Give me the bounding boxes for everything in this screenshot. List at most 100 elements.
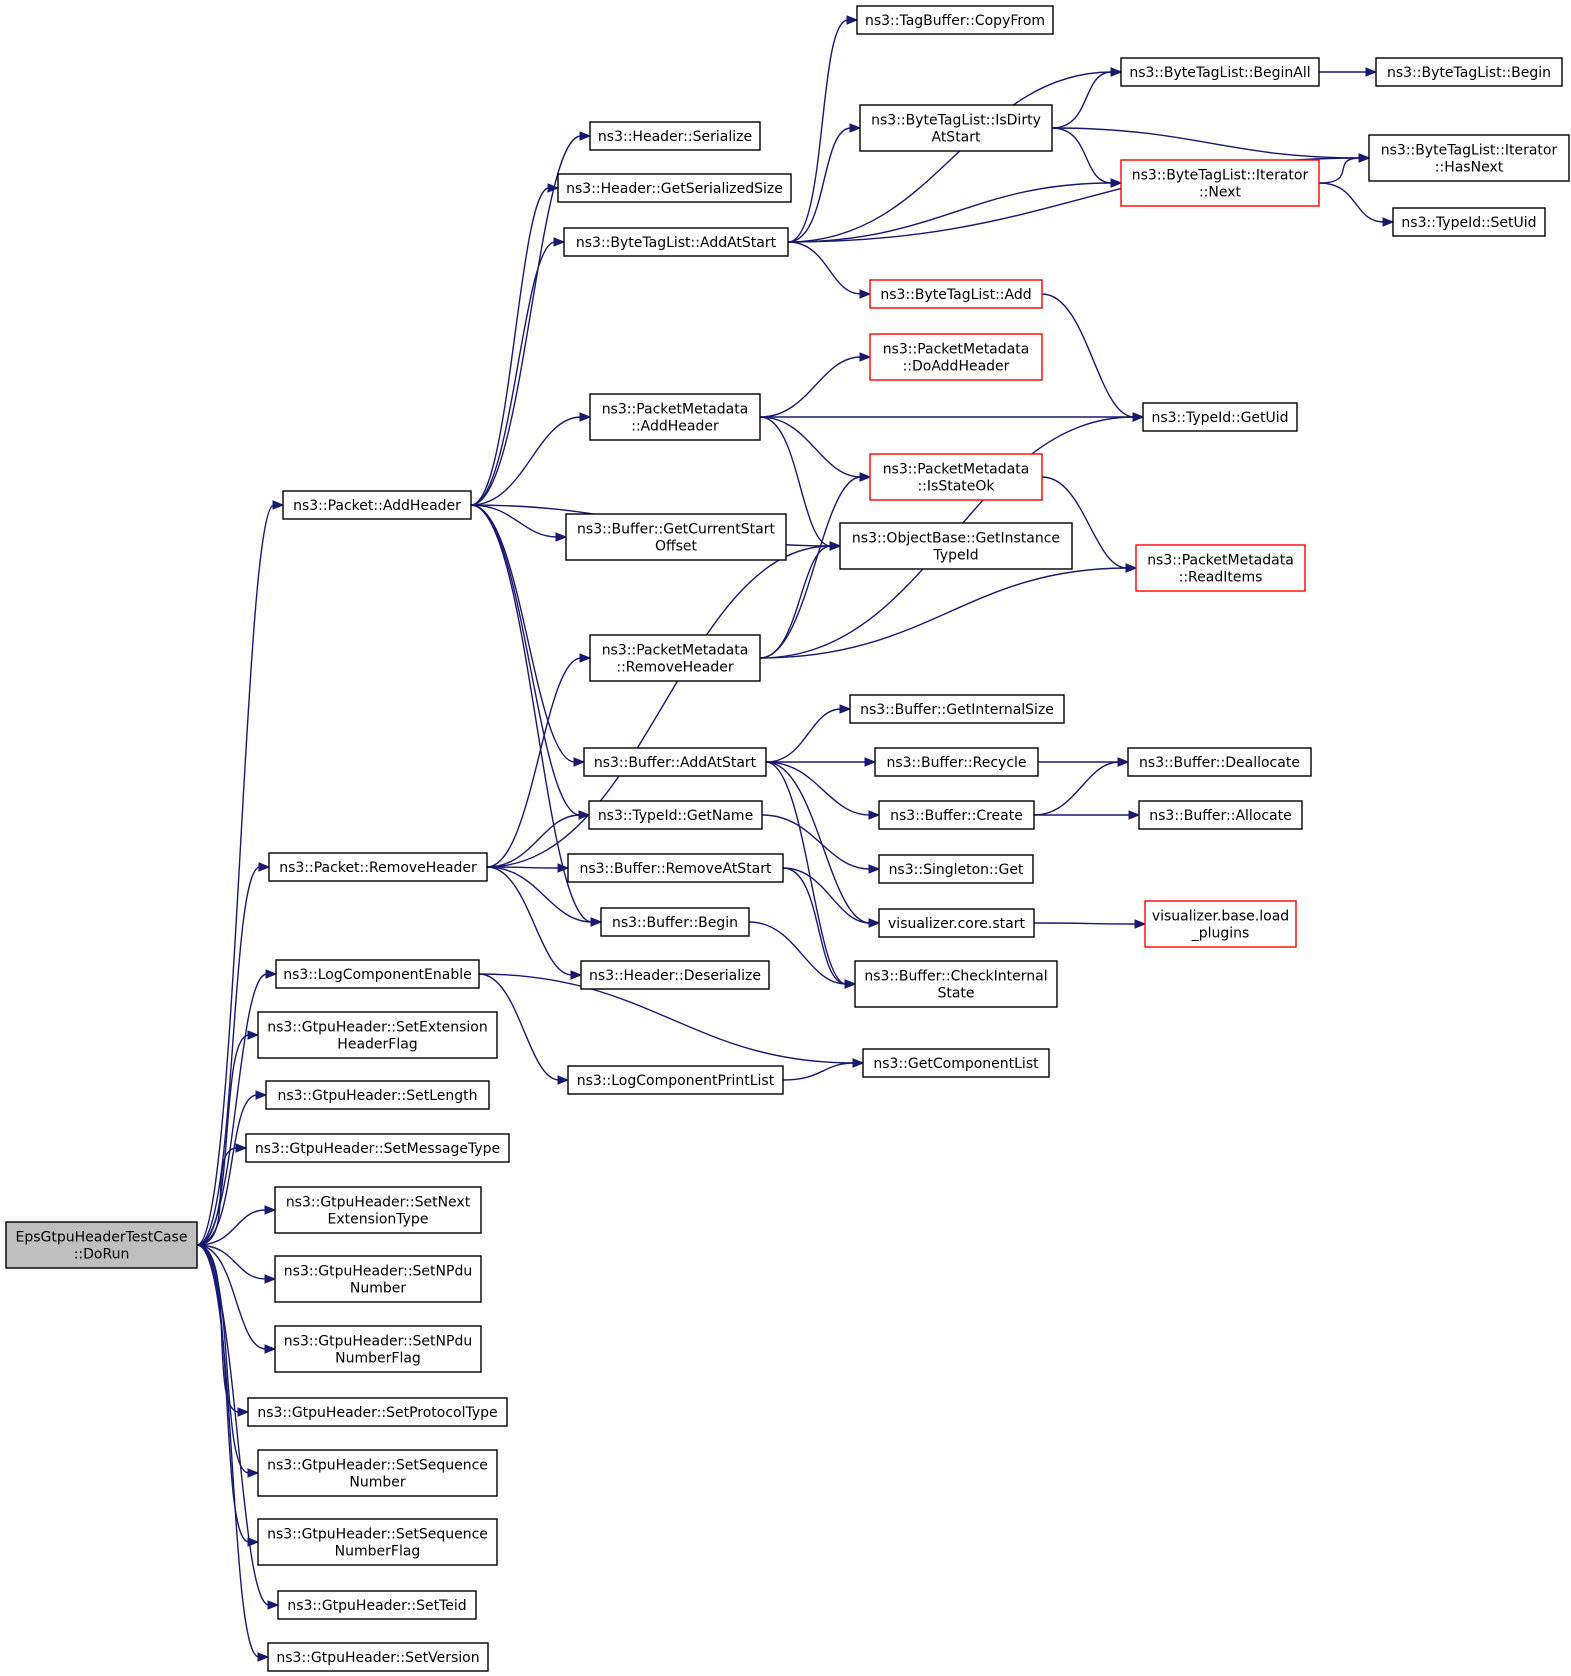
node-label-line: ns3::GtpuHeader::SetMessageType (255, 1141, 500, 1157)
call-edge (759, 416, 832, 547)
node-set-proto[interactable]: ns3::GtpuHeader::SetProtocolType (247, 1397, 508, 1427)
node-btl-add[interactable]: ns3::ByteTagList::Add (869, 279, 1043, 309)
node-box (1120, 159, 1320, 207)
node-label-line: ::DoAddHeader (903, 359, 1010, 375)
call-edge (787, 241, 862, 295)
node-hdr-serialize[interactable]: ns3::Header::Serialize (589, 121, 761, 151)
arrowhead (852, 1058, 865, 1068)
node-dorun[interactable]: EpsGtpuHeaderTestCase::DoRun (5, 1221, 198, 1269)
node-buf-getintsize[interactable]: ns3::Buffer::GetInternalSize (849, 694, 1065, 724)
node-label-line: ns3::Buffer::Deallocate (1139, 755, 1300, 771)
call-edge (765, 761, 871, 816)
node-box (275, 959, 480, 989)
node-label-line: ns3::GtpuHeader::SetSequence (267, 1527, 488, 1543)
node-box (1142, 402, 1298, 432)
node-label-line: ns3::PacketMetadata (602, 643, 749, 659)
arrowhead (849, 123, 862, 133)
node-buf-begin[interactable]: ns3::Buffer::Begin (600, 907, 750, 937)
node-pm-readitems[interactable]: ns3::PacketMetadata::ReadItems (1135, 544, 1306, 592)
node-box (589, 634, 761, 682)
node-buf-create[interactable]: ns3::Buffer::Create (878, 800, 1035, 830)
node-box (282, 490, 472, 520)
node-box (589, 393, 761, 441)
node-tid-getname[interactable]: ns3::TypeId::GetName (588, 800, 763, 830)
node-singleton-get[interactable]: ns3::Singleton::Get (878, 854, 1034, 884)
node-label-line: ns3::GtpuHeader::SetNext (286, 1195, 471, 1211)
node-btl-addatstart[interactable]: ns3::ByteTagList::AddAtStart (563, 227, 789, 257)
node-box (588, 800, 763, 830)
node-pm-addheader[interactable]: ns3::PacketMetadata::AddHeader (589, 393, 761, 441)
arrowhead (868, 864, 881, 874)
node-label-line: ns3::PacketMetadata (883, 462, 1030, 478)
node-pkt-addheader[interactable]: ns3::Packet::AddHeader (282, 490, 472, 520)
node-box (1127, 747, 1312, 777)
call-edge (470, 187, 550, 506)
call-edge (486, 866, 560, 869)
node-box (878, 854, 1034, 884)
node-pkt-removeheader[interactable]: ns3::Packet::RemoveHeader (268, 852, 488, 882)
node-viz-loadplugins[interactable]: visualizer.base.load_plugins (1144, 900, 1297, 948)
node-label-line: ns3::ByteTagList::Add (880, 287, 1031, 303)
call-edge (196, 1244, 267, 1350)
node-box (839, 522, 1073, 570)
node-buf-dealloc[interactable]: ns3::Buffer::Deallocate (1127, 747, 1312, 777)
node-hdr-deserialize[interactable]: ns3::Header::Deserialize (580, 960, 770, 990)
node-box (557, 173, 792, 203)
node-logcompprintlist[interactable]: ns3::LogComponentPrintList (567, 1065, 784, 1095)
node-label-line: Number (349, 1475, 405, 1491)
node-label-line: ns3::TagBuffer::CopyFrom (865, 13, 1045, 29)
node-tagbuf-copyfrom[interactable]: ns3::TagBuffer::CopyFrom (856, 5, 1054, 35)
call-edge (787, 127, 852, 243)
node-box (268, 852, 488, 882)
node-label-line: ns3::GtpuHeader::SetSequence (267, 1458, 488, 1474)
arrowhead (578, 810, 591, 820)
node-btl-it-next[interactable]: ns3::ByteTagList::Iterator::Next (1120, 159, 1320, 207)
node-box (277, 1590, 477, 1620)
node-getcomplist[interactable]: ns3::GetComponentList (862, 1048, 1050, 1078)
call-edge (196, 1244, 267, 1280)
node-set-version[interactable]: ns3::GtpuHeader::SetVersion (267, 1642, 489, 1672)
node-box (257, 1011, 498, 1059)
node-tid-getuid[interactable]: ns3::TypeId::GetUid (1142, 402, 1298, 432)
arrowhead (1358, 153, 1371, 163)
node-label-line: ::RemoveHeader (616, 660, 733, 676)
node-viz-start[interactable]: visualizer.core.start (878, 908, 1035, 938)
node-label-line: ::DoRun (74, 1247, 130, 1263)
node-pm-isstateok[interactable]: ns3::PacketMetadata::IsStateOk (869, 453, 1043, 501)
node-pm-doaddheader[interactable]: ns3::PacketMetadata::DoAddHeader (869, 333, 1043, 381)
call-edge (486, 814, 581, 868)
node-btl-begin[interactable]: ns3::ByteTagList::Begin (1375, 57, 1563, 87)
node-label-line: ns3::GetComponentList (873, 1056, 1039, 1072)
node-set-msgtype[interactable]: ns3::GtpuHeader::SetMessageType (245, 1133, 510, 1163)
node-buf-alloc[interactable]: ns3::Buffer::Allocate (1138, 800, 1303, 830)
node-label-line: ::IsStateOk (917, 479, 995, 495)
node-hdr-getsersize[interactable]: ns3::Header::GetSerializedSize (557, 173, 792, 203)
arrowhead (265, 969, 278, 979)
arrowhead (1110, 67, 1123, 77)
node-label-line: visualizer.base.load (1152, 909, 1289, 925)
node-pm-removeheader[interactable]: ns3::PacketMetadata::RemoveHeader (589, 634, 761, 682)
node-btl-beginall[interactable]: ns3::ByteTagList::BeginAll (1120, 57, 1320, 87)
node-btl-it-hasnext[interactable]: ns3::ByteTagList::Iterator::HasNext (1368, 134, 1570, 182)
node-set-length[interactable]: ns3::GtpuHeader::SetLength (265, 1080, 490, 1110)
node-buf-removeatstart[interactable]: ns3::Buffer::RemoveAtStart (567, 853, 784, 883)
call-edge (196, 973, 268, 1246)
node-tid-setuid[interactable]: ns3::TypeId::SetUid (1392, 207, 1546, 237)
node-logcompenable[interactable]: ns3::LogComponentEnable (275, 959, 480, 989)
node-box (257, 1518, 498, 1566)
node-label-line: ns3::TypeId::GetName (598, 808, 753, 824)
node-buf-addatstart[interactable]: ns3::Buffer::AddAtStart (583, 747, 767, 777)
node-buf-recycle[interactable]: ns3::Buffer::Recycle (874, 747, 1039, 777)
arrowhead (579, 131, 592, 141)
node-set-teid[interactable]: ns3::GtpuHeader::SetTeid (277, 1590, 477, 1620)
